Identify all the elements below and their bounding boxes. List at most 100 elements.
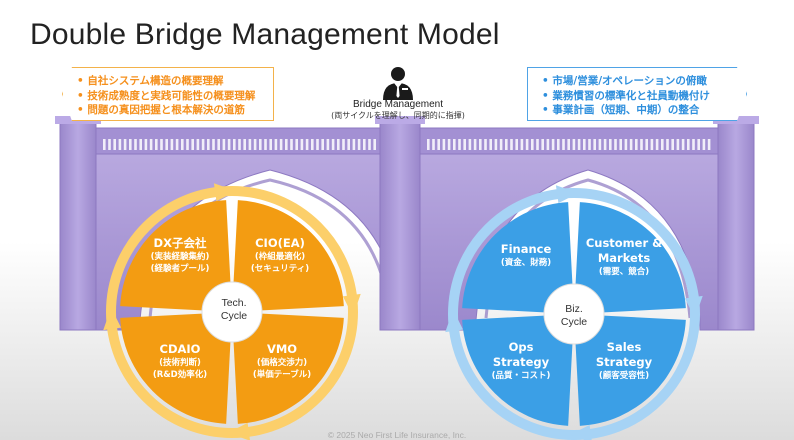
quadrant-note: (実装経験集約): [150, 252, 210, 262]
center-line: Biz.: [565, 303, 583, 315]
baluster: [290, 139, 293, 150]
quadrant-note: (価格交渉力): [256, 358, 308, 368]
baluster: [442, 139, 446, 150]
baluster: [181, 139, 184, 150]
cycle-segment: [575, 315, 686, 426]
baluster: [347, 139, 350, 150]
baluster: [629, 139, 633, 150]
balusters: [103, 139, 711, 150]
quadrant-title-cont: Strategy: [595, 355, 653, 369]
baluster: [155, 139, 158, 150]
pier-center: [379, 117, 421, 331]
baluster: [666, 139, 669, 150]
cycle-arrowhead: [684, 295, 703, 319]
copyright-footer: © 2025 Neo First Life Insurance, Inc.: [327, 430, 467, 440]
cycle-arrowhead: [569, 424, 592, 440]
baluster: [352, 139, 356, 150]
baluster: [160, 139, 163, 150]
baluster: [510, 139, 513, 150]
baluster: [681, 139, 685, 150]
baluster: [363, 139, 366, 150]
cycle-segment: [233, 313, 344, 424]
baluster: [233, 139, 236, 150]
baluster: [191, 139, 194, 150]
biz-callout-item: 市場/営業/オペレーションの俯瞰: [542, 74, 736, 89]
baluster: [118, 139, 122, 150]
quadrant-note: (単価テーブル): [252, 370, 312, 380]
baluster: [368, 139, 371, 150]
pier-left: [59, 117, 97, 331]
quadrant-title-cont: Markets: [597, 251, 651, 265]
baluster: [479, 139, 482, 150]
tech-callout: 自社システム構造の概要理解 技術成熟度と実践可能性の概要理解 問題の真因把握と根…: [62, 67, 274, 121]
baluster: [645, 139, 648, 150]
baluster: [635, 139, 638, 150]
baluster: [129, 139, 132, 150]
quadrant-title: Sales: [606, 340, 642, 354]
baluster: [598, 139, 602, 150]
cycle-arrowhead: [213, 183, 237, 202]
baluster: [463, 139, 466, 150]
baluster: [707, 139, 711, 150]
baluster: [562, 139, 565, 150]
quadrant-note: (枠組最適化): [254, 252, 306, 262]
quadrant-title: Finance: [500, 242, 552, 256]
cycle-arrowhead: [342, 293, 361, 317]
baluster: [437, 139, 440, 150]
baluster: [217, 139, 220, 150]
baluster: [432, 139, 435, 150]
baluster: [603, 139, 607, 150]
bridge-management-title: Bridge Management: [352, 99, 444, 110]
cycle-center-disc: [543, 283, 605, 345]
tech-quadrant-cio: CIO(EA) (枠組最適化) (セキュリティ): [230, 236, 330, 275]
baluster: [238, 139, 241, 150]
baluster: [144, 139, 148, 150]
baluster: [201, 139, 205, 150]
biz-quadrant-customer: Customer & Markets (需要、競合): [574, 236, 674, 278]
cycle-segment: [120, 313, 231, 424]
bridge-management-subtitle: (両サイクルを理解し、同期的に指揮): [331, 111, 465, 120]
cycle-segment: [575, 202, 686, 313]
baluster: [316, 139, 319, 150]
baluster: [588, 139, 591, 150]
baluster: [609, 139, 612, 150]
quadrant-note: (資金、財務): [500, 258, 552, 268]
baluster: [614, 139, 617, 150]
baluster: [373, 139, 376, 150]
tech-callout-item: 技術成熟度と実践可能性の概要理解: [77, 89, 263, 104]
baluster: [650, 139, 654, 150]
baluster: [279, 139, 283, 150]
baluster: [113, 139, 116, 150]
manager-person-icon: [383, 67, 413, 100]
baluster: [269, 139, 272, 150]
baluster: [108, 139, 111, 150]
baluster: [515, 139, 518, 150]
baluster: [458, 139, 461, 150]
baluster: [536, 139, 539, 150]
tech-quadrant-dx: DX子会社 (実装経験集約) (経験者プール): [130, 236, 230, 275]
baluster: [357, 139, 361, 150]
baluster: [103, 139, 106, 150]
baluster: [134, 139, 137, 150]
page-title: Double Bridge Management Model: [30, 18, 500, 51]
quadrant-title: CIO(EA): [255, 236, 305, 250]
biz-callout-item: 業務慣習の標準化と社員動機付け: [542, 89, 736, 104]
center-line: Cycle: [220, 310, 248, 322]
baluster: [624, 139, 628, 150]
baluster: [139, 139, 142, 150]
cycle-segment: [462, 315, 573, 426]
baluster: [541, 139, 544, 150]
baluster: [499, 139, 503, 150]
tech-quadrant-vmo: VMO (価格交渉力) (単価テーブル): [232, 342, 332, 381]
quadrant-title: Ops: [508, 340, 534, 354]
quadrant-title: CDAIO: [159, 342, 201, 356]
center-line: Tech.: [221, 297, 247, 309]
baluster: [572, 139, 576, 150]
baluster: [661, 139, 664, 150]
quadrant-note: (R&D効率化): [152, 370, 208, 380]
baluster: [676, 139, 680, 150]
cycle-arrowhead: [445, 309, 464, 333]
cycle-segment: [120, 200, 231, 311]
quadrant-note: (需要、競合): [598, 267, 650, 277]
quadrant-title: Customer &: [585, 236, 663, 250]
